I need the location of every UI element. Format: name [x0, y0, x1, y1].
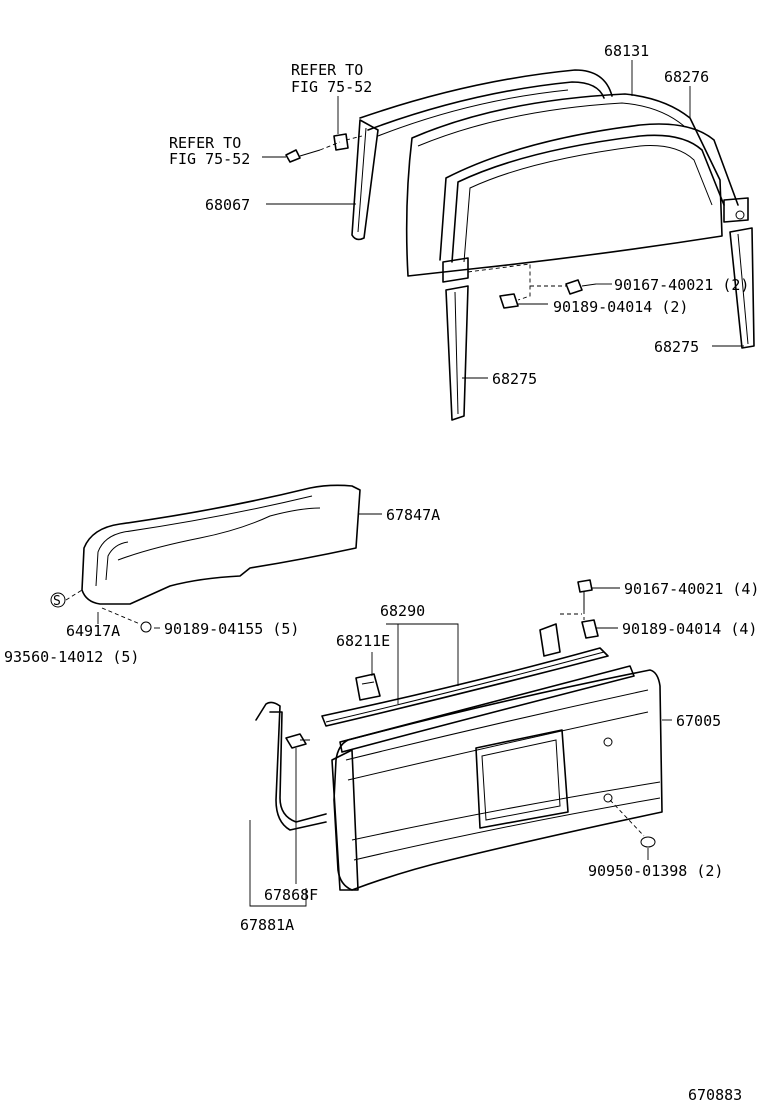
label-68290: 68290 — [380, 602, 425, 620]
label-64917A: 64917A — [66, 622, 120, 640]
label-90189-04155-5: 90189-04155 (5) — [164, 620, 299, 638]
weatherstrip-67881A — [255, 701, 327, 831]
svg-text:S: S — [53, 594, 61, 609]
label-67881A: 67881A — [240, 916, 294, 934]
screw-upper-left — [285, 149, 321, 163]
label-68131: 68131 — [604, 42, 649, 60]
clip-upper — [333, 133, 349, 151]
figure-number: 670883 — [688, 1086, 742, 1104]
label-68275-left: 68275 — [492, 370, 537, 388]
label-68275-right: 68275 — [654, 338, 699, 356]
cap-plug-90950 — [640, 836, 656, 848]
run-channel-68275-left — [445, 285, 469, 421]
label-90950-01398-2: 90950-01398 (2) — [588, 862, 723, 880]
refer-left-line1: REFER TO — [169, 134, 241, 152]
label-68211E: 68211E — [336, 632, 390, 650]
refer-top-line2: FIG 75-52 — [291, 78, 372, 96]
label-90189-04014-4: 90189-04014 (4) — [622, 620, 757, 638]
inner-trim-board-67847A — [81, 484, 361, 605]
refer-left-line2: FIG 75-52 — [169, 150, 250, 168]
screw-90167-a — [565, 279, 597, 295]
upper-weatherstrip — [359, 69, 613, 137]
clip-90189-a — [499, 293, 519, 309]
clip-90189-04155 — [140, 621, 152, 633]
label-68276: 68276 — [664, 68, 709, 86]
label-90167-40021-4: 90167-40021 (4) — [624, 580, 759, 598]
label-90189-04014-2: 90189-04014 (2) — [553, 298, 688, 316]
label-90167-40021-2: 90167-40021 (2) — [614, 276, 749, 294]
pillar-trim-68067 — [351, 119, 379, 241]
label-67005: 67005 — [676, 712, 721, 730]
label-67847A: 67847A — [386, 506, 440, 524]
refer-top-line1: REFER TO — [291, 61, 363, 79]
label-93560-14012-5: 93560-14012 (5) — [4, 648, 139, 666]
clip-67868F — [285, 733, 310, 749]
door-molding-68290 — [321, 647, 635, 753]
run-channel-68275-right — [729, 227, 755, 349]
hinge-bracket — [539, 579, 599, 657]
s-mark-icon: S — [50, 592, 66, 609]
rear-glass-68131 — [405, 93, 723, 277]
weatherstrip-frame-68276 — [439, 123, 749, 283]
label-68067: 68067 — [205, 196, 250, 214]
clip-68211E — [355, 673, 381, 701]
label-67868F: 67868F — [264, 886, 318, 904]
